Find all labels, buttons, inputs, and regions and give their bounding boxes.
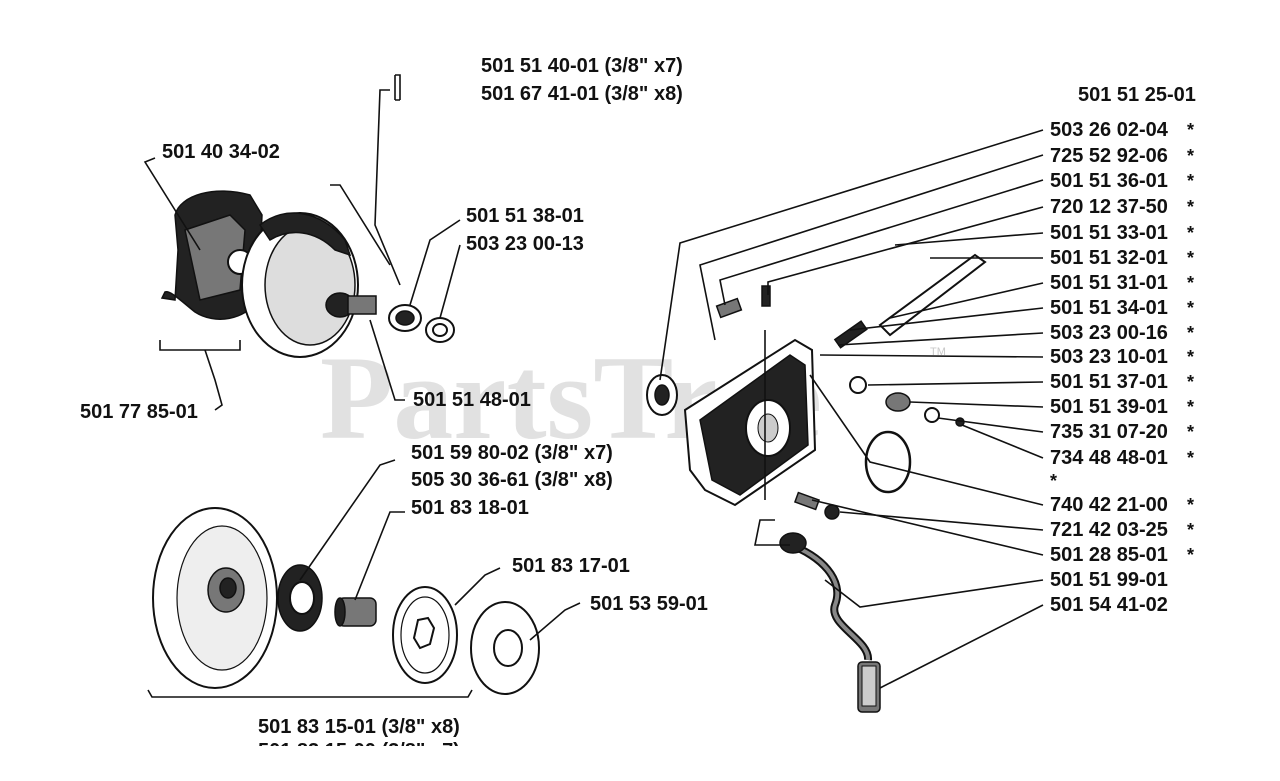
label-501-83-15-01: 501 83 15-01 (3/8" x8): [258, 716, 460, 738]
needle-bearing-2[interactable]: [334, 597, 377, 627]
label-501-51-36-01: 501 51 36-01: [1050, 170, 1168, 192]
label-501-83-17-01: 501 83 17-01: [512, 555, 630, 577]
label-503-26-02-04: 503 26 02-04: [1050, 119, 1169, 141]
label-501-51-32-01: 501 51 32-01: [1050, 247, 1168, 269]
leader-shoes: [143, 157, 201, 251]
clutch-shoes[interactable]: [160, 190, 263, 320]
asterisk: *: [1187, 248, 1194, 268]
label-501-40-34-02: 501 40 34-02: [162, 141, 280, 163]
pump-small-parts[interactable]: [715, 285, 965, 520]
asterisk: *: [1187, 397, 1194, 417]
label-501-51-31-01: 501 51 31-01: [1050, 272, 1168, 294]
oil-filter[interactable]: [857, 661, 881, 713]
label-720-12-37-50: 720 12 37-50: [1050, 196, 1168, 218]
label-501-51-99-01: 501 51 99-01: [1050, 569, 1168, 591]
asterisk: *: [1187, 422, 1194, 442]
asterisk: *: [1187, 520, 1194, 540]
label-721-42-03-25: 721 42 03-25: [1050, 519, 1168, 541]
label-501-28-85-01: 501 28 85-01: [1050, 544, 1168, 566]
label-501-54-41-02: 501 54 41-02: [1050, 594, 1168, 616]
oil-pump-housing[interactable]: [683, 338, 817, 507]
clutch-drum[interactable]: [241, 212, 377, 358]
asterisk: *: [1187, 223, 1194, 243]
label-501-51-39-01: 501 51 39-01: [1050, 396, 1168, 418]
asterisk: *: [1187, 448, 1194, 468]
sprocket-drum[interactable]: [152, 507, 278, 689]
label-503-23-10-01: 503 23 10-01: [1050, 346, 1168, 368]
oil-hose[interactable]: [779, 532, 872, 661]
label-501-51-40-01: 501 51 40-01 (3/8" x7): [481, 55, 683, 77]
label-501-67-41-01: 501 67 41-01 (3/8" x8): [481, 83, 683, 105]
label-740-42-21-00: 740 42 21-00: [1050, 494, 1168, 516]
label-501-83-18-01: 501 83 18-01: [411, 497, 529, 519]
label-503-23-00-13: 503 23 00-13: [466, 233, 584, 255]
asterisk: *: [1187, 323, 1194, 343]
asterisk: *: [1187, 120, 1194, 140]
asterisk: *: [1187, 372, 1194, 392]
sprocket-washer[interactable]: [470, 601, 540, 695]
label-501-77-85-01: 501 77 85-01: [80, 401, 198, 423]
asterisk: *: [1187, 347, 1194, 367]
label-735-31-07-20: 735 31 07-20: [1050, 421, 1168, 443]
leader-503260204: [659, 129, 1044, 381]
pump-seal[interactable]: [646, 374, 678, 416]
asterisk: *: [1187, 545, 1194, 565]
label-501-51-34-01: 501 51 34-01: [1050, 297, 1168, 319]
asterisk: *: [1187, 197, 1194, 217]
label-501-51-33-01: 501 51 33-01: [1050, 222, 1168, 244]
label-734-48-48-01: 734 48 48-01: [1050, 447, 1168, 469]
asterisk: *: [1187, 495, 1194, 515]
label-501-51-38-01: 501 51 38-01: [466, 205, 584, 227]
label-501-51-37-01: 501 51 37-01: [1050, 371, 1168, 393]
rim[interactable]: [392, 586, 458, 684]
label-725-52-92-06: 725 52 92-06: [1050, 145, 1168, 167]
asterisk: *: [1050, 471, 1057, 491]
label-501-51-48-01: 501 51 48-01: [413, 389, 531, 411]
label-503-23-00-16: 503 23 00-16: [1050, 322, 1168, 344]
label-501-59-80-02: 501 59 80-02 (3/8" x7): [411, 442, 613, 464]
watermark-trademark: TM: [930, 346, 946, 358]
leader-drum: [374, 89, 401, 286]
asterisk: *: [1187, 298, 1194, 318]
label-501-53-59-01: 501 53 59-01: [590, 593, 708, 615]
asterisk: *: [1187, 146, 1194, 166]
label-505-30-36-61: 505 30 36-61 (3/8" x8): [411, 469, 613, 491]
rim-sprocket[interactable]: [277, 564, 323, 632]
asterisk: *: [1187, 273, 1194, 293]
label-501-51-25-01: 501 51 25-01: [1078, 84, 1196, 106]
washer[interactable]: [425, 317, 455, 343]
asterisk: *: [1187, 171, 1194, 191]
needle-bearing[interactable]: [388, 304, 422, 332]
